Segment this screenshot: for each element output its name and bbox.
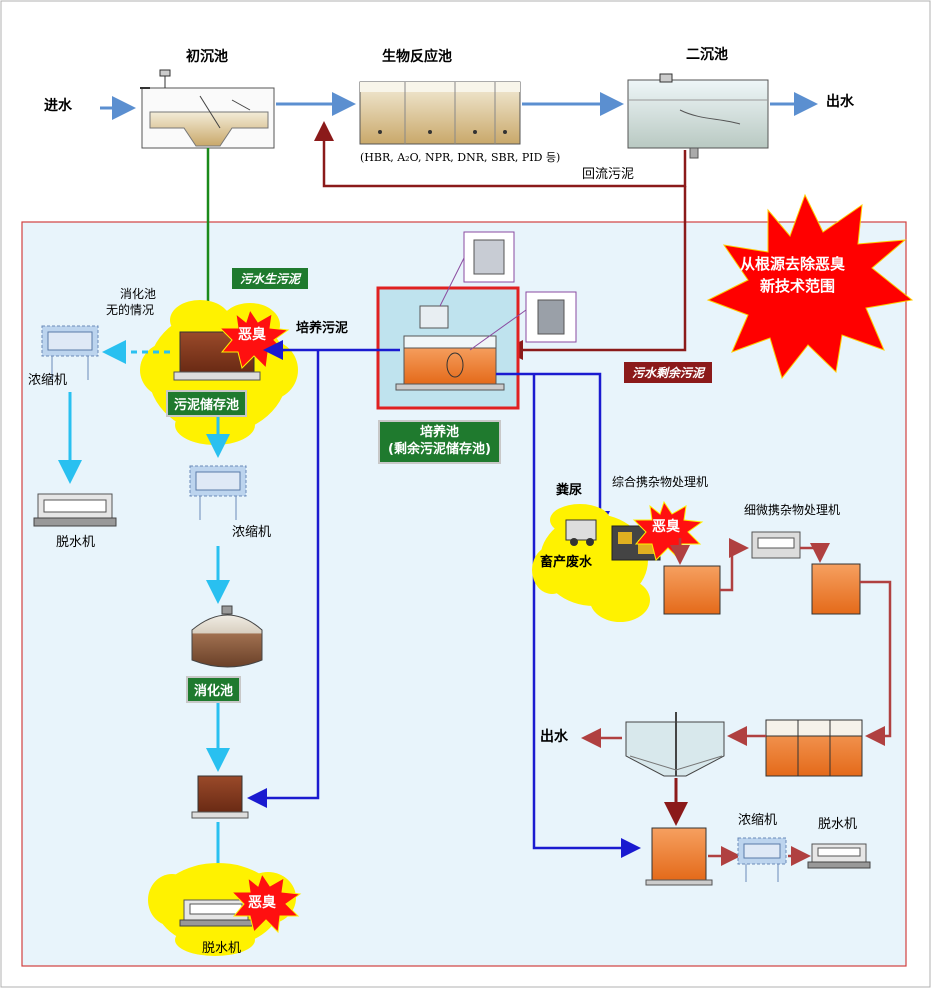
raw-sludge-tag: 污水生污泥 [232,268,309,289]
right-thickener-icon [737,837,787,882]
right-dewater-icon [807,843,871,869]
culture-to-final-tank-line [532,374,641,858]
fine-processor-label: 细微携杂物处理机 [744,503,841,517]
callout-line-2 [469,309,527,351]
side-dewater-icon [33,493,117,527]
scope-title-1: 从根源去除恶臭 [740,255,846,273]
digester-icon [191,605,263,668]
manure-truck-icon [565,519,597,546]
primary-tank-label: 初沉池 [186,49,228,65]
side-thickener-icon [41,325,99,380]
culture-to-tank-line [247,350,320,808]
livestock-ww-label: 畜产废水 [540,555,593,570]
orange-tank-1 [663,565,721,615]
culture-tank-label: 培养池 (剩余污泥储存池) [378,420,501,464]
odor-burst-processor [632,500,704,562]
scope-title-2: 新技术范围 [760,277,836,295]
culture-tank-icon [395,305,505,391]
combined-processor-label: 综合携杂物处理机 [612,475,709,489]
callout-line-1 [439,257,465,307]
no-digester-note-2: 无的情况 [106,303,155,317]
post-digester-tank-icon [191,775,249,819]
side-thickener-label: 浓缩机 [28,373,68,388]
odor-label-storage: 恶臭 [238,327,266,343]
clarifier-icon [625,712,725,777]
arrow-tank2-to-bioreactor [860,580,892,746]
excess-sludge-tag: 污水剩余污泥 [624,362,713,383]
odor-label-processor: 恶臭 [652,519,680,535]
odor-label-dewater: 恶臭 [248,895,276,911]
culture-sludge-label: 培养污泥 [296,321,349,336]
culture-tank-label-2: (剩余污泥储存池) [388,441,491,457]
bio-reactor-label: 生物反应池 [382,49,452,65]
odor-burst-dewater [230,872,302,934]
no-digester-note-1: 消化池 [120,287,157,301]
right-outflow-label: 出水 [540,729,568,745]
arrow-fine-to-tank2 [800,543,830,563]
thickener-label: 浓缩机 [232,525,272,540]
fine-processor-icon [751,531,801,559]
outflow-label: 出水 [826,94,854,110]
culture-to-processor-line [496,372,610,531]
odor-burst-storage [218,308,290,370]
return-sludge-line [314,121,687,188]
primary-tank-icon [140,69,275,149]
excess-sludge-line [503,186,687,360]
scope-burst [706,193,914,380]
return-sludge-label: 回流污泥 [582,167,635,182]
dewater-label: 脱水机 [202,941,242,956]
culture-tank-label-1: 培养池 [419,425,459,440]
secondary-tank-icon [627,73,769,159]
right-dewater-label: 脱水机 [818,817,858,832]
orange-tank-2 [811,563,861,615]
manure-label: 粪尿 [556,483,583,498]
side-dewater-label: 脱水机 [56,535,96,550]
digester-label: 消化池 [186,676,242,703]
thickener-icon [189,465,247,520]
arrow-tank1-to-fine [720,538,749,592]
right-thickener-label: 浓缩机 [738,813,778,828]
sludge-storage-label: 污泥储存池 [166,390,248,417]
bio-tank-triple-icon [765,719,863,777]
bio-reactor-icon [359,81,521,145]
inflow-label: 进水 [44,98,72,114]
final-orange-tank [645,827,713,886]
secondary-tank-label: 二沉池 [686,47,728,63]
bio-reactor-types: (HBR, A₂O, NPR, DNR, SBR, PID 등) [360,151,561,164]
